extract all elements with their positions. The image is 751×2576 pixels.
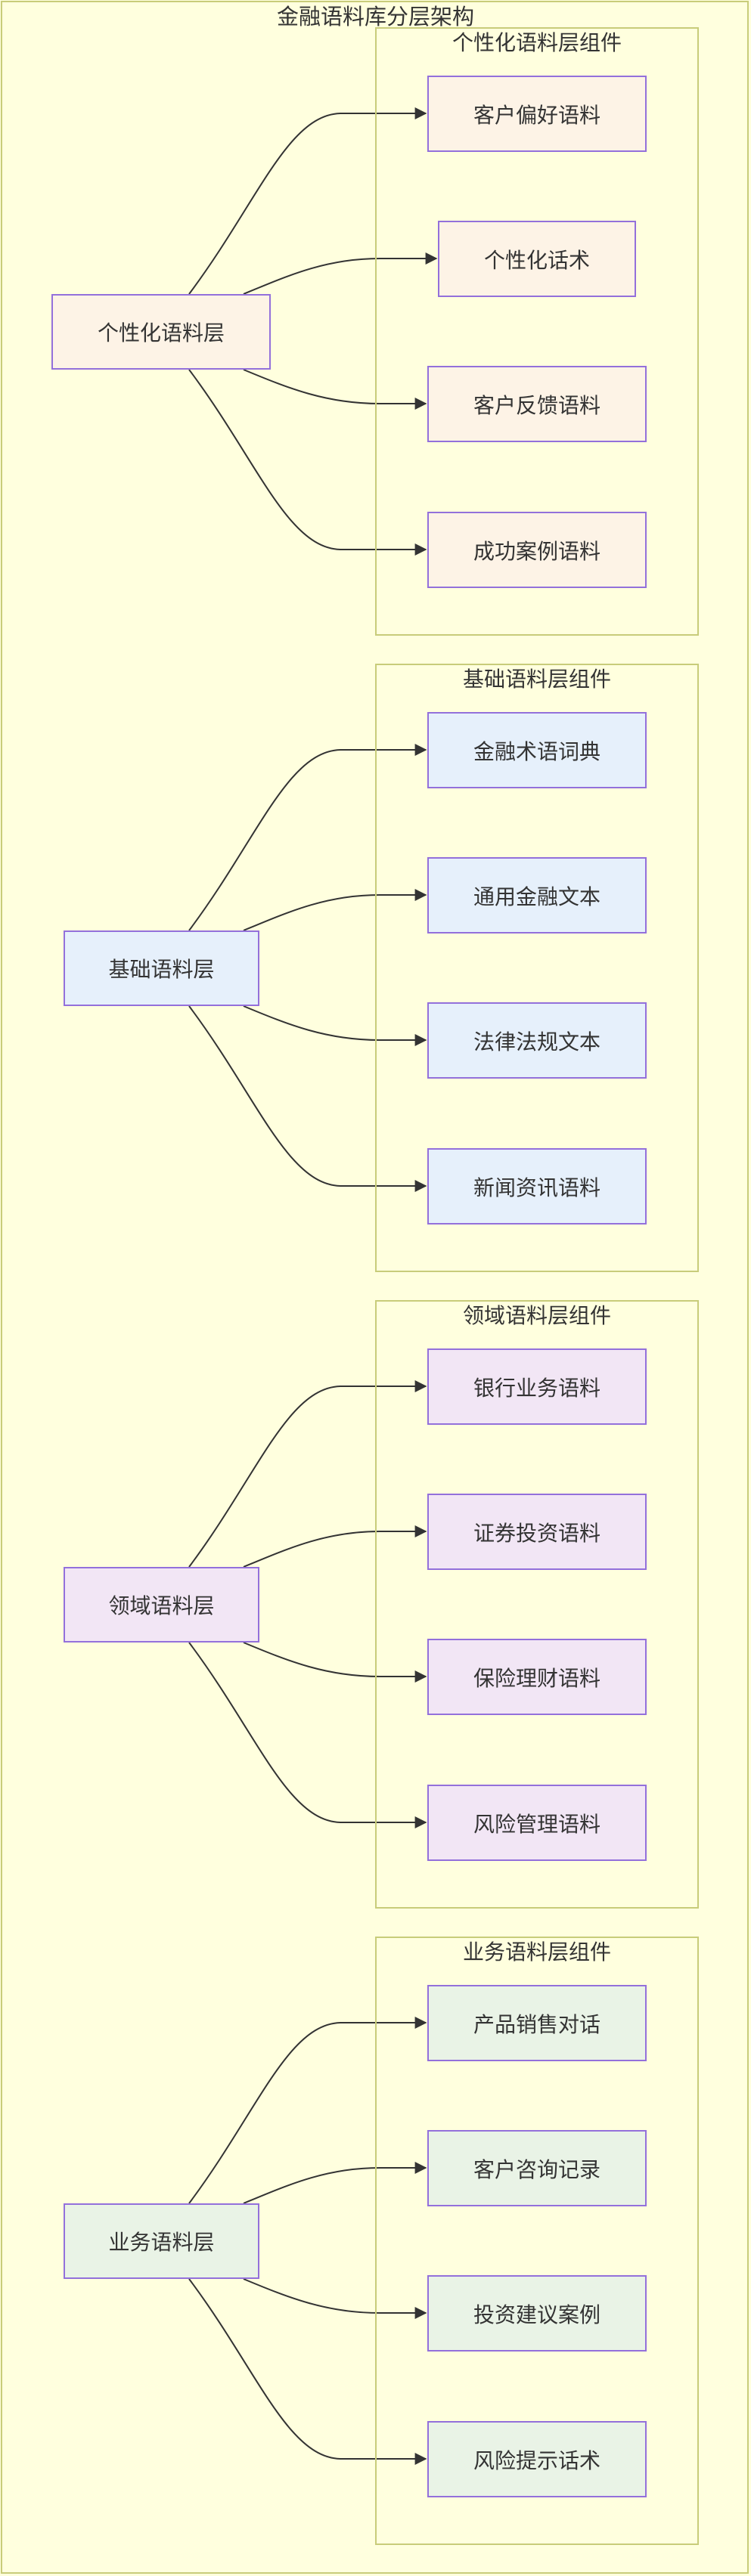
component-node[interactable]: 证券投资语料 [427,1494,647,1570]
edge-arrow [243,369,427,410]
group-title: 业务语料层组件 [462,1940,611,1965]
edge-arrow [243,1005,427,1046]
edge-arrow [188,1005,427,1192]
edge-arrow [188,107,427,295]
layer-node-personalized[interactable]: 个性化语料层 [51,294,271,370]
component-node[interactable]: 保险理财语料 [427,1639,647,1715]
group-basic: 基础语料层组件 [375,664,699,1272]
edge-arrow [243,1642,427,1683]
component-node[interactable]: 风险管理语料 [427,1785,647,1861]
component-node[interactable]: 客户偏好语料 [427,76,647,152]
group-business: 业务语料层组件 [375,1937,699,2545]
edge-arrow [243,1525,427,1568]
component-node[interactable]: 新闻资讯语料 [427,1148,647,1225]
component-node[interactable]: 金融术语词典 [427,712,647,788]
edge-arrow [243,252,438,295]
component-node[interactable]: 通用金融文本 [427,857,647,933]
component-node[interactable]: 成功案例语料 [427,512,647,588]
edge-arrow [188,2017,427,2204]
component-node[interactable]: 法律法规文本 [427,1002,647,1079]
component-node[interactable]: 个性化话术 [438,221,636,297]
layer-node-business[interactable]: 业务语料层 [64,2203,259,2279]
group-personalized: 个性化语料层组件 [375,27,699,636]
component-node[interactable]: 风险提示话术 [427,2421,647,2497]
edge-arrow [188,1642,427,1828]
diagram-title: 金融语料库分层架构 [276,4,474,29]
edge-arrow [243,2278,427,2319]
component-node[interactable]: 客户反馈语料 [427,366,647,442]
edge-arrow [243,2162,427,2204]
layer-node-basic[interactable]: 基础语料层 [64,930,259,1006]
component-node[interactable]: 产品销售对话 [427,1985,647,2061]
edge-arrow [188,2278,427,2465]
component-node[interactable]: 银行业务语料 [427,1348,647,1425]
layer-node-domain[interactable]: 领域语料层 [64,1567,259,1643]
edge-arrow [188,369,427,556]
group-title: 领域语料层组件 [462,1303,611,1328]
edge-arrow [188,1380,427,1568]
group-title: 个性化语料层组件 [452,30,622,55]
group-domain: 领域语料层组件 [375,1300,699,1909]
edge-arrow [188,744,427,931]
group-title: 基础语料层组件 [462,667,611,692]
edge-arrow [243,889,427,931]
component-node[interactable]: 投资建议案例 [427,2275,647,2352]
component-node[interactable]: 客户咨询记录 [427,2130,647,2206]
